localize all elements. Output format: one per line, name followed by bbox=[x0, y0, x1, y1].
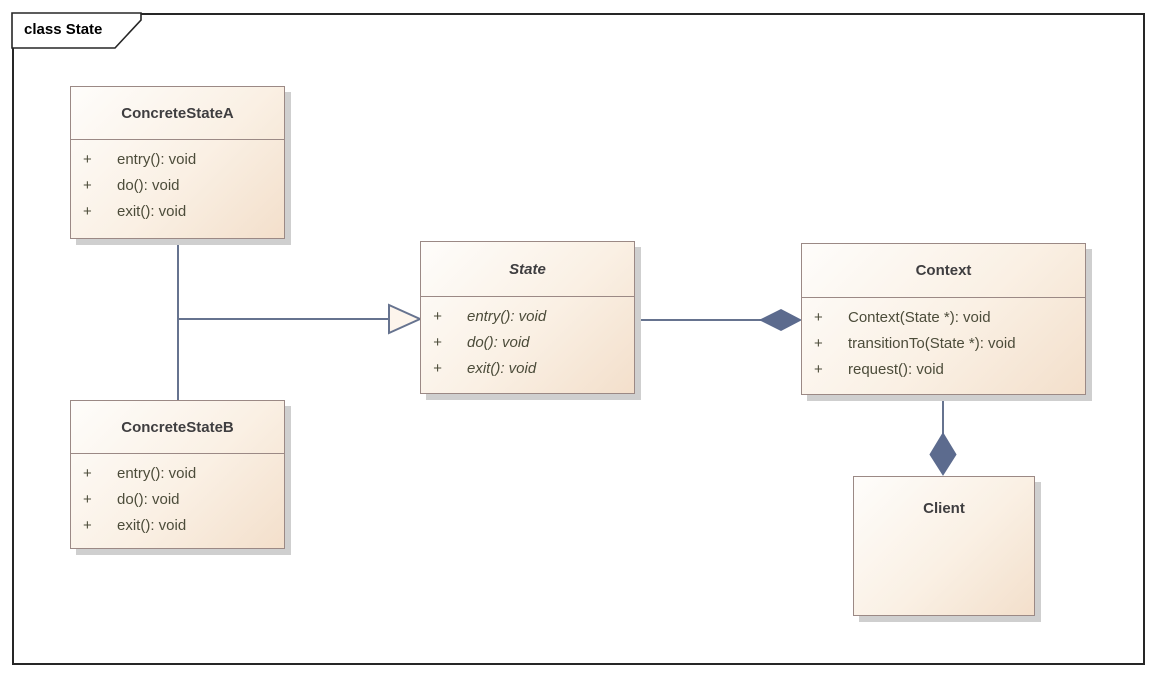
class-box-concretestateb[interactable]: ConcreteStateB + entry(): void + do(): v… bbox=[70, 400, 285, 549]
composition-diamond-icon bbox=[758, 308, 803, 332]
method-signature: exit(): void bbox=[117, 203, 187, 220]
composition-connector-context-client[interactable] bbox=[929, 396, 957, 476]
method-signature: Context(State *): void bbox=[848, 309, 991, 326]
method-signature: transitionTo(State *): void bbox=[848, 335, 1016, 352]
class-title: Context bbox=[802, 244, 1085, 298]
method-row: + Context(State *): void bbox=[802, 305, 1085, 331]
method-row: + do(): void bbox=[421, 330, 634, 356]
method-signature: do(): void bbox=[467, 334, 530, 351]
class-box-concretestatea[interactable]: ConcreteStateA + entry(): void + do(): v… bbox=[70, 86, 285, 239]
frame-tab bbox=[11, 12, 142, 49]
method-signature: request(): void bbox=[848, 361, 944, 378]
method-row: + exit(): void bbox=[71, 513, 284, 539]
class-title: ConcreteStateB bbox=[71, 401, 284, 454]
composition-diamond-icon bbox=[929, 432, 957, 476]
method-row: + entry(): void bbox=[71, 147, 284, 173]
class-box-context[interactable]: Context + Context(State *): void + trans… bbox=[801, 243, 1086, 395]
method-row: + entry(): void bbox=[421, 304, 634, 330]
method-signature: entry(): void bbox=[467, 308, 547, 325]
visibility-marker: + bbox=[433, 360, 442, 377]
visibility-marker: + bbox=[814, 309, 823, 326]
visibility-marker: + bbox=[83, 203, 92, 220]
class-box-state[interactable]: State + entry(): void + do(): void + exi… bbox=[420, 241, 635, 394]
visibility-marker: + bbox=[83, 517, 92, 534]
visibility-marker: + bbox=[83, 491, 92, 508]
visibility-marker: + bbox=[814, 335, 823, 352]
method-signature: do(): void bbox=[117, 177, 180, 194]
class-title: Client bbox=[923, 500, 965, 517]
generalization-arrowhead-icon bbox=[388, 303, 423, 335]
methods-compartment: + entry(): void + do(): void + exit(): v… bbox=[421, 297, 634, 382]
method-signature: entry(): void bbox=[117, 465, 197, 482]
visibility-marker: + bbox=[433, 334, 442, 351]
visibility-marker: + bbox=[83, 465, 92, 482]
generalization-connector[interactable] bbox=[177, 240, 423, 400]
method-signature: do(): void bbox=[117, 491, 180, 508]
class-title: ConcreteStateA bbox=[71, 87, 284, 140]
method-row: + do(): void bbox=[71, 173, 284, 199]
method-row: + exit(): void bbox=[71, 199, 284, 225]
diagram-frame bbox=[12, 13, 1145, 665]
methods-compartment: + Context(State *): void + transitionTo(… bbox=[802, 298, 1085, 383]
class-title: State bbox=[421, 242, 634, 297]
method-row: + exit(): void bbox=[421, 356, 634, 382]
methods-compartment: + entry(): void + do(): void + exit(): v… bbox=[71, 454, 284, 539]
visibility-marker: + bbox=[814, 361, 823, 378]
method-signature: exit(): void bbox=[117, 517, 187, 534]
methods-compartment: + entry(): void + do(): void + exit(): v… bbox=[71, 140, 284, 225]
visibility-marker: + bbox=[83, 151, 92, 168]
method-signature: exit(): void bbox=[467, 360, 537, 377]
composition-connector-state-context[interactable] bbox=[636, 308, 803, 332]
visibility-marker: + bbox=[83, 177, 92, 194]
method-row: + entry(): void bbox=[71, 461, 284, 487]
method-row: + transitionTo(State *): void bbox=[802, 331, 1085, 357]
visibility-marker: + bbox=[433, 308, 442, 325]
method-signature: entry(): void bbox=[117, 151, 197, 168]
frame-tab-label: class State bbox=[24, 21, 103, 38]
method-row: + request(): void bbox=[802, 357, 1085, 383]
method-row: + do(): void bbox=[71, 487, 284, 513]
class-box-client[interactable]: Client bbox=[853, 476, 1035, 616]
